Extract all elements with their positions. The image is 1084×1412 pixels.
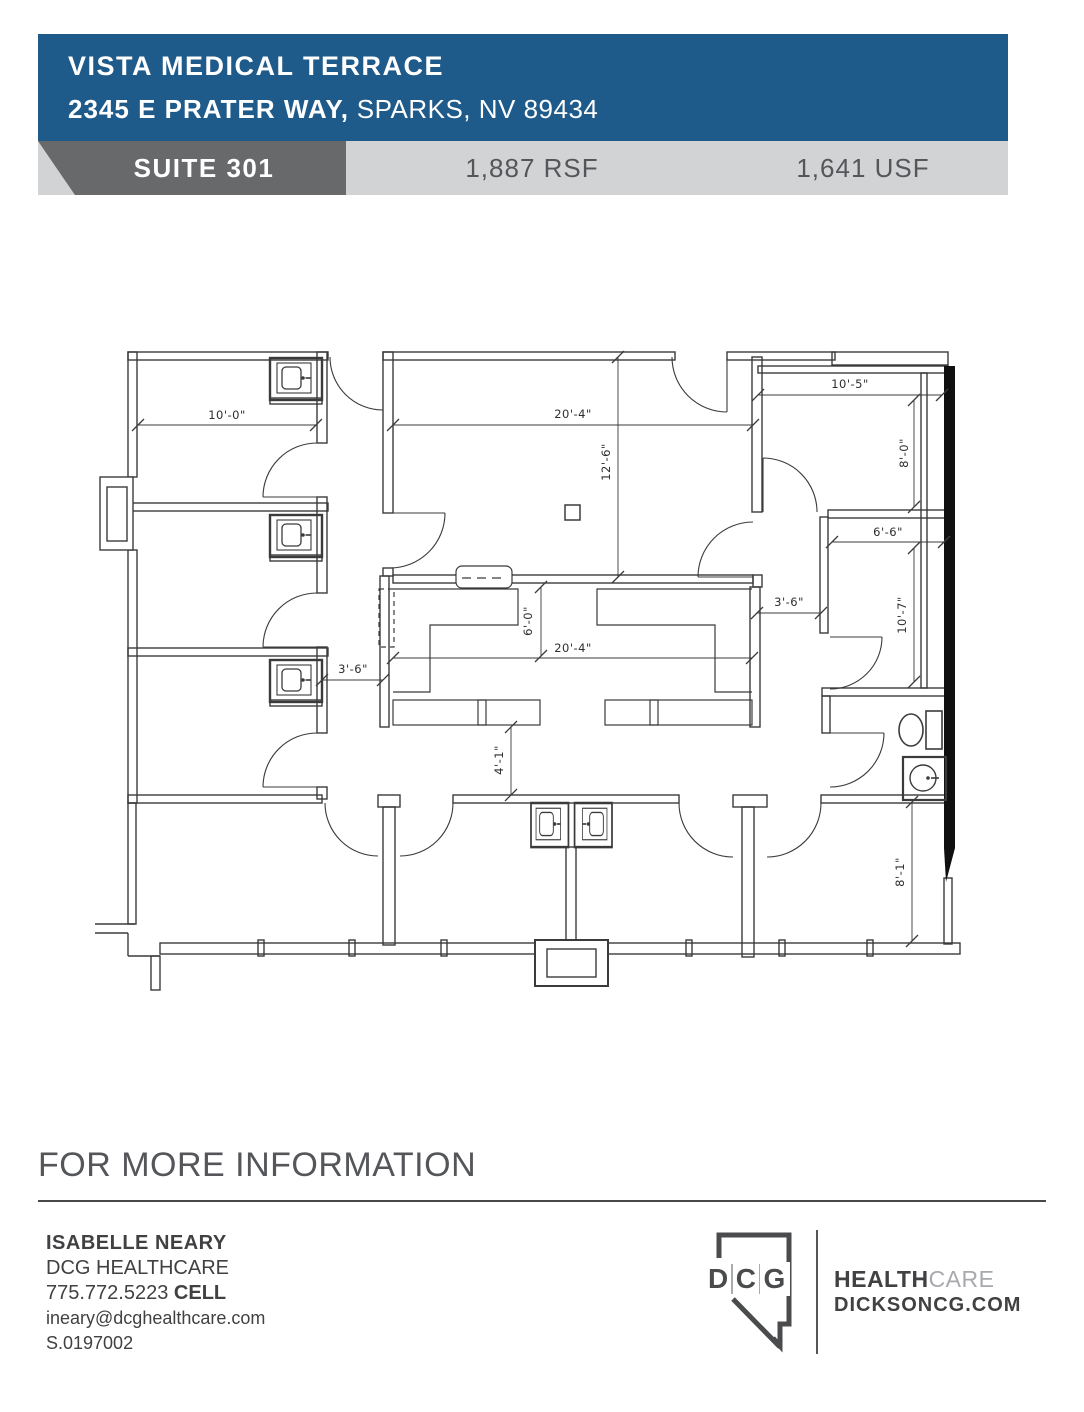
- doors-group: [262, 356, 885, 858]
- brand-name: HEALTHCARE: [834, 1266, 995, 1292]
- sink-icon: [268, 658, 324, 704]
- building-address: 2345 E PRATER WAY, SPARKS, NV 89434: [68, 94, 598, 125]
- nevada-shape: [716, 1232, 792, 1353]
- casework-group: [378, 504, 753, 726]
- contact-email[interactable]: ineary@dcghealthcare.com: [46, 1308, 266, 1328]
- dcg-letters: D C G: [703, 1262, 791, 1296]
- contact-block: ISABELLE NEARY DCG HEALTHCARE 775.772.52…: [46, 1230, 265, 1356]
- letter-divider: [731, 1264, 733, 1294]
- contact-phone: 775.772.5223 CELL: [46, 1282, 227, 1304]
- dim-label: 20'-4": [554, 407, 592, 421]
- dim-label: 10'-0": [208, 408, 246, 422]
- dimension-lines: [131, 350, 951, 948]
- phone-type-label: CELL: [173, 1282, 227, 1304]
- dim-label: 8'-1": [893, 857, 907, 887]
- dim-label: 3'-6": [774, 595, 804, 609]
- suite-info-bar: SUITE 301 1,887 RSF 1,641 USF: [38, 141, 1008, 195]
- letter-divider: [758, 1264, 761, 1294]
- building-name: VISTA MEDICAL TERRACE: [68, 51, 445, 81]
- dim-label: 3'-6": [338, 662, 368, 676]
- fixtures-group: [268, 356, 948, 849]
- contact-name: ISABELLE NEARY: [46, 1232, 227, 1254]
- logo-text: HEALTHCARE DICKSONCG.COM: [834, 1228, 1021, 1356]
- toilet-icon: [898, 710, 943, 750]
- floor-plan-drawing: 10'-0" 20'-4" 12'-6" 10'-5" 8'-0" 6'-6" …: [95, 350, 961, 991]
- dim-label: 12'-6": [599, 443, 613, 481]
- contact-company: DCG HEALTHCARE: [46, 1257, 229, 1279]
- logo-divider: [816, 1230, 818, 1354]
- sink-icon: [268, 356, 324, 402]
- suite-badge: SUITE 301: [38, 141, 346, 195]
- exterior-wall: [944, 366, 955, 882]
- walls-group: [95, 351, 961, 991]
- header-banner: VISTA MEDICAL TERRACE 2345 E PRATER WAY,…: [38, 34, 1008, 141]
- dim-label: 6'-6": [873, 525, 903, 539]
- suite-label: SUITE 301: [133, 152, 275, 183]
- sink-icon: [268, 513, 324, 559]
- sink-icon: [529, 801, 570, 849]
- dcg-letter-d: D: [708, 1263, 729, 1294]
- dcg-letter-g: G: [763, 1263, 786, 1294]
- brand-website[interactable]: DICKSONCG.COM: [834, 1294, 1022, 1316]
- dim-label: 4'-1": [492, 745, 506, 775]
- footer-divider: [38, 1200, 1046, 1202]
- sink-icon: [573, 801, 614, 849]
- dcg-letter-c: C: [735, 1263, 756, 1294]
- dimension-labels: 10'-0" 20'-4" 12'-6" 10'-5" 8'-0" 6'-6" …: [206, 375, 912, 888]
- dcg-logo: D C G HEALTHCARE DICKSONCG.COM: [703, 1228, 1021, 1356]
- dim-label: 20'-4": [554, 641, 592, 655]
- dim-label: 10'-7": [895, 596, 909, 634]
- dim-label: 8'-0": [897, 438, 911, 468]
- rsf-value: 1,887 RSF: [465, 152, 599, 183]
- dim-label: 6'-0": [521, 606, 535, 636]
- address-street: 2345 E PRATER WAY,: [68, 94, 349, 124]
- lavatory-icon: [901, 755, 948, 802]
- contact-license: S.0197002: [46, 1333, 134, 1353]
- address-city: SPARKS, NV 89434: [349, 94, 599, 124]
- footer-heading: FOR MORE INFORMATION: [38, 1146, 477, 1184]
- nevada-outline-icon: D C G: [703, 1228, 806, 1356]
- usf-value: 1,641 USF: [796, 152, 930, 183]
- dim-label: 10'-5": [831, 377, 869, 391]
